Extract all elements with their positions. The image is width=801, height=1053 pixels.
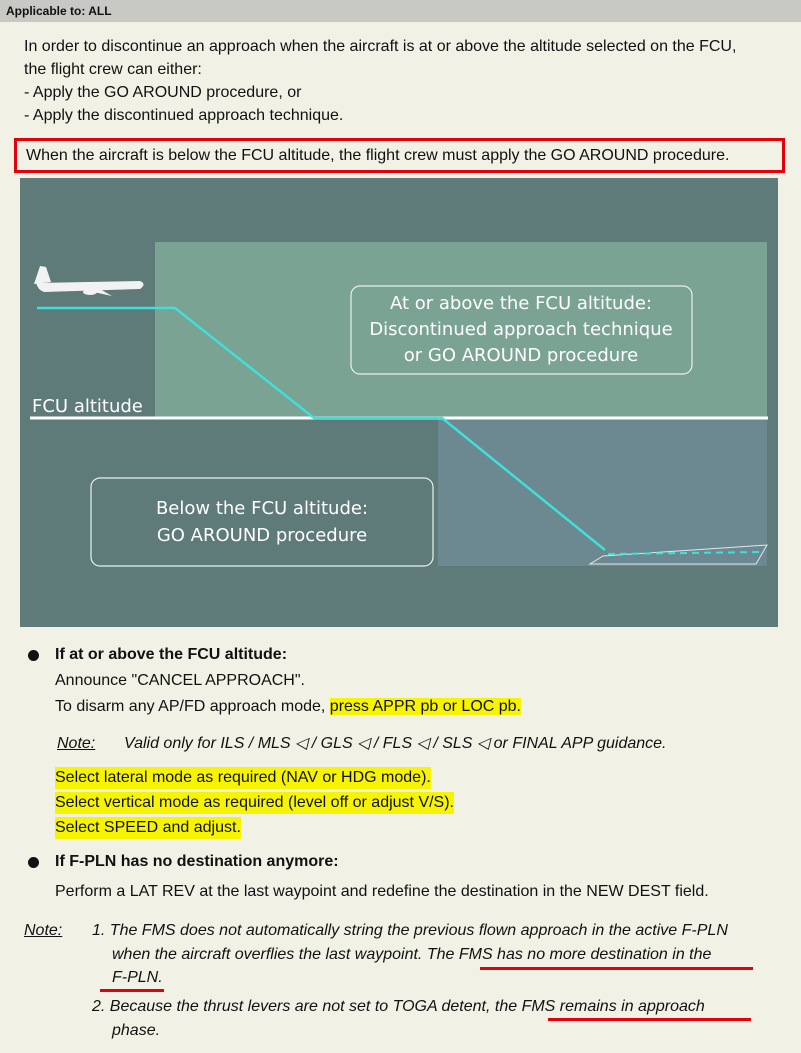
approach-diagram: At or above the FCU altitude: Discontinu… <box>20 178 778 627</box>
upper-box-line-2: Discontinued approach technique <box>369 319 672 340</box>
upper-box-line-1: At or above the FCU altitude: <box>390 293 652 314</box>
section1-heading: If at or above the FCU altitude: <box>55 646 288 663</box>
section1-highlight-1: Select lateral mode as required (NAV or … <box>55 767 431 789</box>
section1-line-2-text: To disarm any AP/FD approach mode, <box>55 698 330 715</box>
notes-label: Note: <box>24 922 63 939</box>
note2-underline-mark <box>548 1018 751 1021</box>
runway-outline <box>588 544 768 565</box>
runway-centerline <box>607 551 763 555</box>
section1-highlight-2: Select vertical mode as required (level … <box>55 792 454 814</box>
applicable-header: Applicable to: ALL <box>0 0 801 22</box>
fcu-altitude-label: FCU altitude <box>32 396 143 417</box>
intro-item-2: - Apply the discontinued approach techni… <box>24 107 344 124</box>
upper-zone-box <box>350 285 693 375</box>
note2-line-2: phase. <box>112 1022 161 1039</box>
note2-line-1: 2. Because the thrust levers are not set… <box>92 998 705 1015</box>
note1-underline-mark-2 <box>100 989 164 992</box>
upper-box-line-3: or GO AROUND procedure <box>404 345 639 366</box>
note1-line-3: F-PLN. <box>112 969 163 986</box>
section2-heading: If F-PLN has no destination anymore: <box>55 853 339 870</box>
section2-line-1: Perform a LAT REV at the last waypoint a… <box>55 883 709 900</box>
section1-line-2: To disarm any AP/FD approach mode, press… <box>55 696 521 718</box>
lower-box-line-1: Below the FCU altitude: <box>156 498 368 519</box>
section1-note-label: Note: <box>57 735 96 752</box>
intro-line-1: In order to discontinue an approach when… <box>24 38 737 55</box>
lower-zone-box <box>90 477 434 567</box>
section1-highlight-3: Select SPEED and adjust. <box>55 817 241 839</box>
aircraft-icon <box>34 266 144 296</box>
section1-line-1: Announce "CANCEL APPROACH". <box>55 672 305 689</box>
intro-line-2: the flight crew can either: <box>24 61 202 78</box>
section1-note-text: Valid only for ILS / MLS ◁ / GLS ◁ / FLS… <box>124 735 667 752</box>
bullet-icon <box>28 650 39 661</box>
highlighted-statement: When the aircraft is below the FCU altit… <box>14 138 785 173</box>
lower-box-line-2: GO AROUND procedure <box>157 525 367 546</box>
note1-line-1: 1. The FMS does not automatically string… <box>92 922 728 939</box>
bullet-icon <box>28 857 39 868</box>
section1-line-2-highlight: press APPR pb or LOC pb. <box>329 698 521 715</box>
approach-path <box>37 306 606 551</box>
note1-line-2: when the aircraft overflies the last way… <box>112 946 712 963</box>
note1-underline-mark <box>480 967 753 970</box>
above-fcu-zone <box>155 242 767 417</box>
below-fcu-zone <box>438 419 767 566</box>
intro-item-1: - Apply the GO AROUND procedure, or <box>24 84 302 101</box>
